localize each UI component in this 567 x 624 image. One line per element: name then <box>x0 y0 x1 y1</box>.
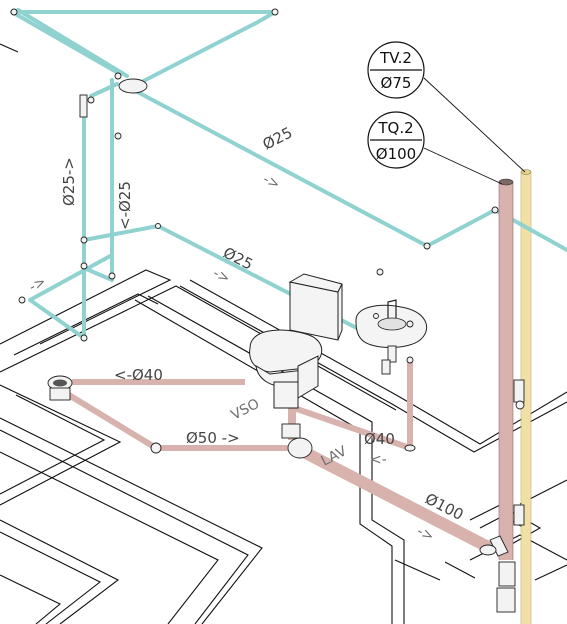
stub-arrow: -> <box>27 274 49 296</box>
sewer-fittings <box>150 379 525 613</box>
riser-left-label: Ø25-> <box>60 157 78 206</box>
tag-code: TV.2 <box>379 49 412 67</box>
lav-branch-label: Ø40 <box>364 430 395 448</box>
cold-main-arrow: -> <box>260 171 282 193</box>
pipe-tag-tv2: TV.2 Ø75 <box>367 41 526 173</box>
sewer-network <box>62 178 514 560</box>
sewer-branch-label: Ø50 -> <box>186 429 240 447</box>
tag-diameter: Ø75 <box>381 74 412 92</box>
main-sewer-arrow: -> <box>414 523 436 545</box>
lav-arrow: <- <box>370 452 387 468</box>
riser-right-label: <-Ø25 <box>116 181 134 230</box>
cold-branch-arrow: -> <box>210 265 232 287</box>
vso-tag: VSO <box>229 396 263 424</box>
tag-diameter: Ø100 <box>376 145 416 163</box>
pipe-tag-tq2: TQ.2 Ø100 <box>367 111 503 185</box>
floor-drain-icon <box>47 375 73 401</box>
wc-branch-label: <-Ø40 <box>114 366 163 384</box>
washbasin-icon <box>355 299 428 375</box>
cold-main-label: Ø25 <box>260 123 296 153</box>
wall-hung-toilet-icon <box>249 273 343 409</box>
tag-code: TQ.2 <box>377 119 413 137</box>
